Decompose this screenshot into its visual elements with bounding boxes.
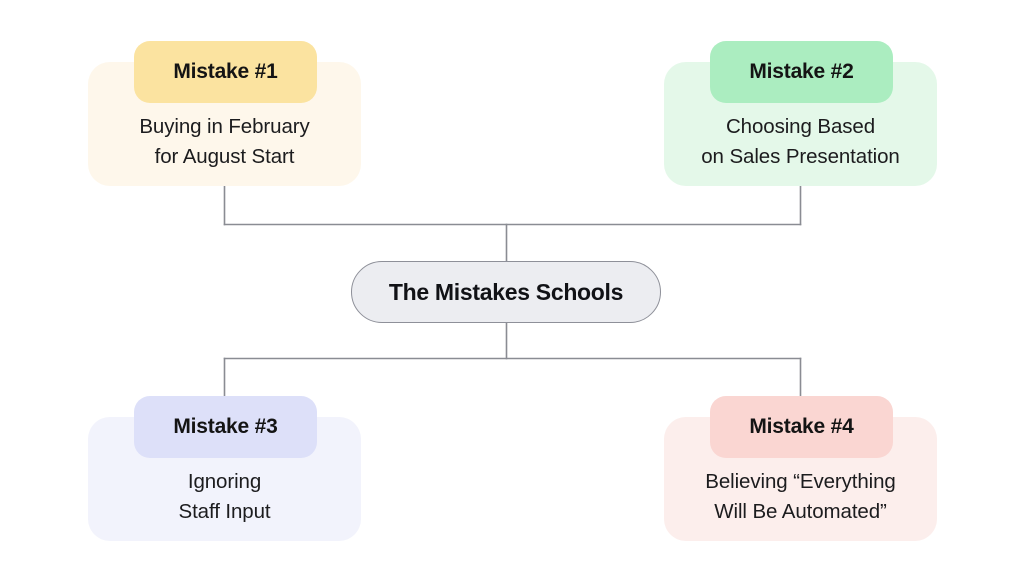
mistake-card-3-heading-pill[interactable]: Mistake #3: [134, 396, 317, 458]
mistake-card-4-body: Believing “Everything Will Be Automated”: [705, 470, 896, 523]
mistake-card-2-heading-label: Mistake #2: [749, 60, 854, 83]
center-node[interactable]: The Mistakes Schools: [351, 261, 661, 323]
mistake-card-1-heading-pill[interactable]: Mistake #1: [134, 41, 317, 103]
mistake-card-4-heading-label: Mistake #4: [749, 415, 854, 438]
mistake-card-3-heading-label: Mistake #3: [173, 415, 278, 438]
mistake-card-1-body: Buying in February for August Start: [139, 115, 310, 168]
center-node-label: The Mistakes Schools: [388, 278, 624, 305]
mistake-card-1-heading-label: Mistake #1: [173, 60, 278, 83]
mistake-card-2-body: Choosing Based on Sales Presentation: [701, 115, 900, 168]
mistake-card-3-body: Ignoring Staff Input: [178, 470, 271, 523]
mistake-card-4[interactable]: Believing “Everything Will Be Automated”: [664, 417, 937, 541]
mistake-card-4-heading-pill[interactable]: Mistake #4: [710, 396, 893, 458]
mistake-card-2-heading-pill[interactable]: Mistake #2: [710, 41, 893, 103]
